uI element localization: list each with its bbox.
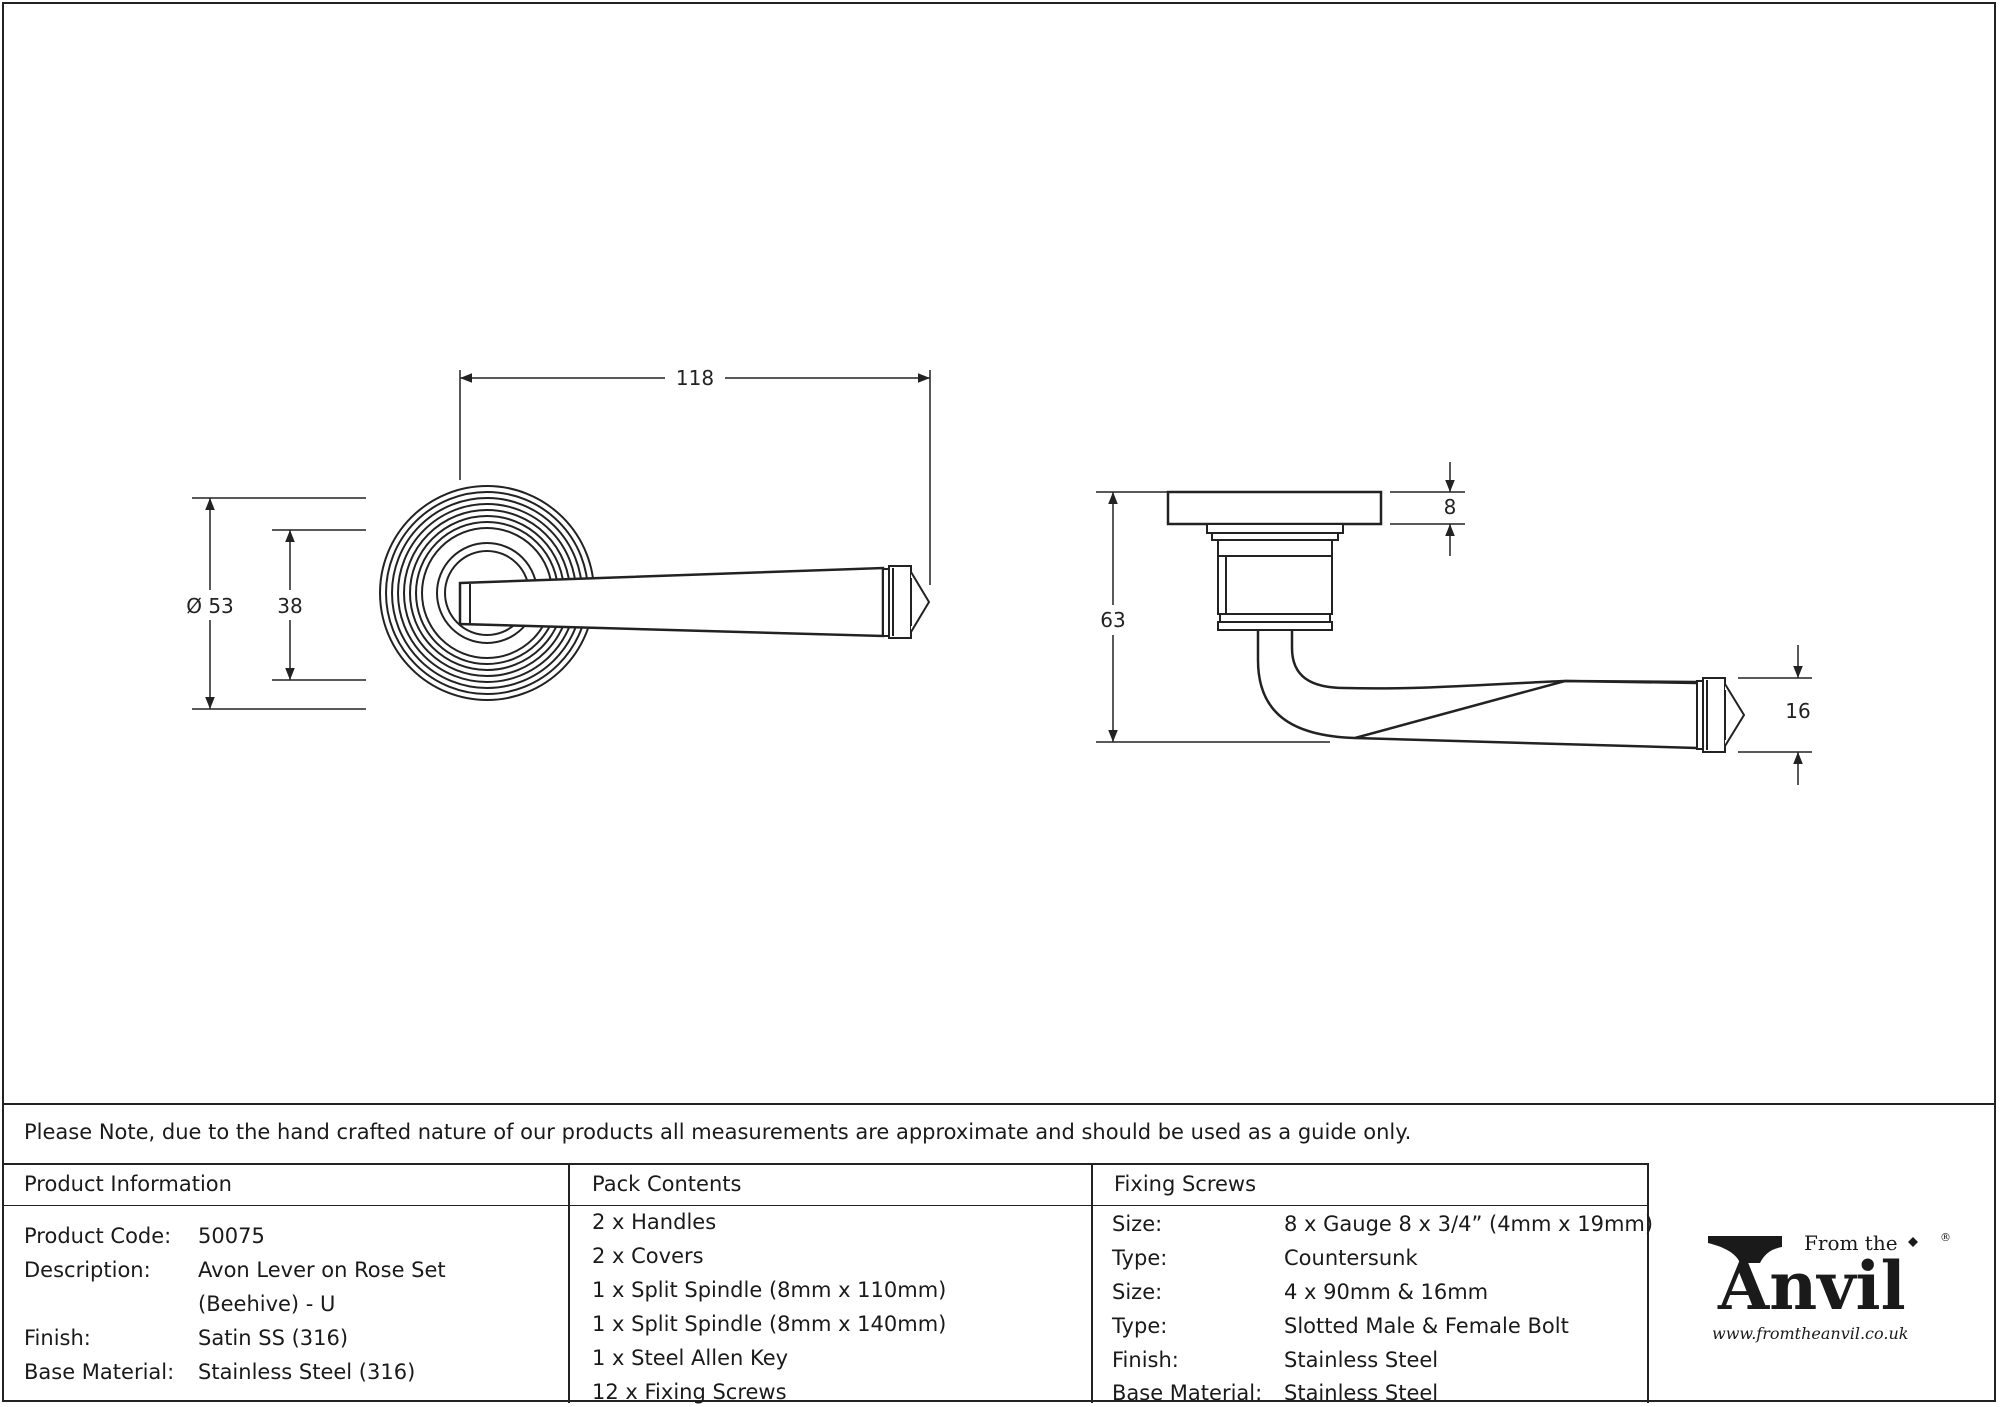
screw-base-material-label: Base Material: [1112,1381,1263,1405]
dim-total-height-label: 63 [1100,608,1125,632]
description-label: Description: [24,1258,151,1282]
bolt-type-label: Type: [1112,1314,1168,1338]
list-item: 2 x Covers [592,1244,704,1268]
note-divider [2,1163,1649,1165]
screw-type-value: Countersunk [1284,1246,1418,1270]
column-divider-3 [1647,1163,1649,1403]
dim-rose-diameter-label: Ø 53 [186,594,234,618]
from-the-anvil-logo: From the ® Anvil www.fromtheanvil.co.uk [1700,1225,1960,1355]
screw-size-value: 8 x Gauge 8 x 3/4” (4mm x 19mm) [1284,1212,1654,1236]
logo-url-text: www.fromtheanvil.co.uk [1712,1324,1908,1343]
dim-lever-thickness-label: 16 [1785,699,1810,723]
front-view [192,370,931,710]
description-value: Avon Lever on Rose Set [198,1258,446,1282]
screw-finish-value: Stainless Steel [1284,1348,1439,1372]
side-view [1096,462,1812,785]
screw-type-label: Type: [1112,1246,1168,1270]
base-material-label: Base Material: [24,1360,175,1384]
product-code-value: 50075 [198,1224,265,1248]
anvil-logo-graphic: From the ® Anvil www.fromtheanvil.co.uk [1708,1231,1951,1343]
header-divider [2,1205,1649,1206]
bolt-size-value: 4 x 90mm & 16mm [1284,1280,1489,1304]
logo-top-text: From the [1804,1231,1898,1255]
product-information-heading: Product Information [24,1172,232,1196]
fixing-screws-heading: Fixing Screws [1114,1172,1257,1196]
table-top-border [2,1103,1996,1105]
list-item: 1 x Split Spindle (8mm x 140mm) [592,1312,947,1336]
column-divider-1 [568,1163,570,1403]
finish-label: Finish: [24,1326,91,1350]
product-code-label: Product Code: [24,1224,172,1248]
screw-size-label: Size: [1112,1212,1163,1236]
pack-contents-heading: Pack Contents [592,1172,742,1196]
screw-finish-label: Finish: [1112,1348,1179,1372]
description-value-cont: (Beehive) - U [198,1292,336,1316]
finish-value: Satin SS (316) [198,1326,349,1350]
list-item: 1 x Split Spindle (8mm x 110mm) [592,1278,947,1302]
logo-brand-text: Anvil [1717,1247,1906,1325]
list-item: 12 x Fixing Screws [592,1380,787,1404]
measurement-note: Please Note, due to the hand crafted nat… [24,1120,1412,1144]
dim-length-label: 118 [676,366,714,390]
list-item: 2 x Handles [592,1210,717,1234]
base-material-value: Stainless Steel (316) [198,1360,416,1384]
bolt-type-value: Slotted Male & Female Bolt [1284,1314,1569,1338]
bolt-size-label: Size: [1112,1280,1163,1304]
technical-drawing: 118 Ø 53 38 63 8 16 [186,366,1812,785]
dim-rose-thickness-label: 8 [1444,495,1457,519]
list-item: 1 x Steel Allen Key [592,1346,789,1370]
screw-base-material-value: Stainless Steel [1284,1381,1439,1405]
column-divider-2 [1091,1163,1093,1403]
dim-inner-height-label: 38 [277,594,302,618]
logo-registered-mark: ® [1940,1231,1951,1244]
